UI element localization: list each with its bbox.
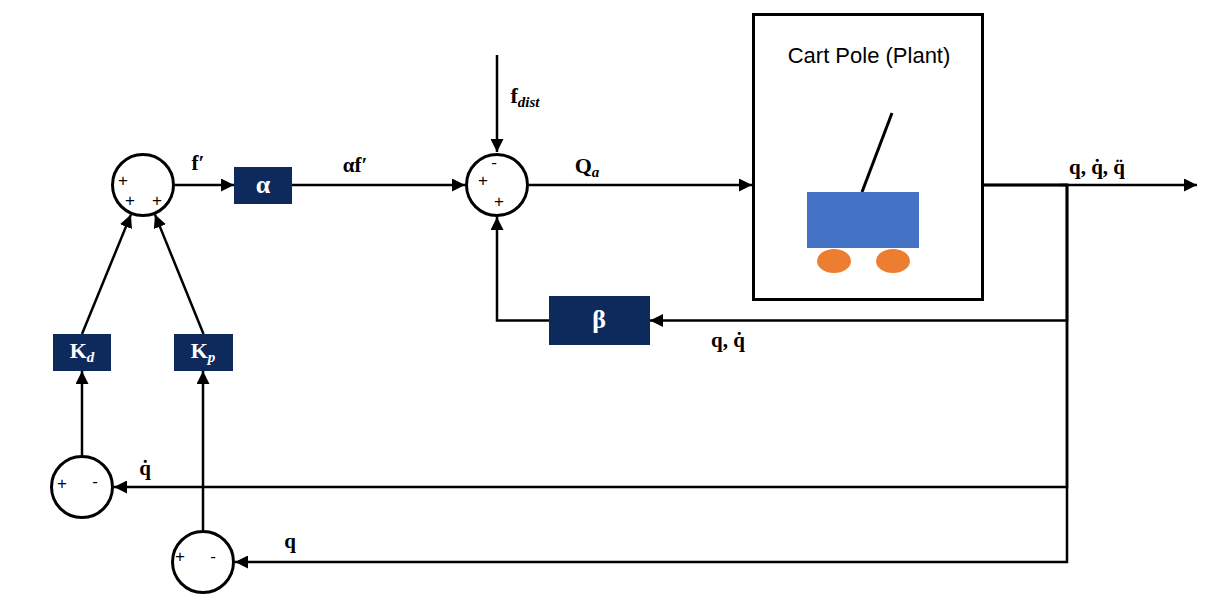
sign-symbol: + bbox=[125, 191, 135, 211]
gain-block: β bbox=[549, 296, 650, 345]
wheel bbox=[817, 249, 851, 273]
summing-junction: +- bbox=[50, 455, 114, 519]
signal-label: q, q̇ bbox=[709, 328, 747, 353]
sign-symbol: + bbox=[494, 192, 504, 212]
gain-block: Kd bbox=[53, 334, 111, 371]
junction-circle bbox=[173, 532, 234, 593]
signal-arrow bbox=[114, 185, 1067, 487]
wheel bbox=[876, 249, 910, 273]
sign-symbol: - bbox=[491, 153, 497, 173]
gain-block: Kp bbox=[174, 334, 233, 371]
cart-body bbox=[807, 192, 919, 248]
signal-label: αf′ bbox=[341, 153, 370, 178]
summing-junction: +++ bbox=[111, 153, 175, 217]
signal-arrow bbox=[529, 184, 752, 187]
junction-circle bbox=[52, 457, 113, 518]
signal-arrow bbox=[82, 215, 131, 334]
summing-junction: +- bbox=[171, 530, 235, 594]
signal-arrow bbox=[497, 217, 549, 321]
signal-label: q̇ bbox=[137, 456, 153, 481]
signal-label: f′ bbox=[190, 151, 207, 176]
sign-symbol: - bbox=[92, 472, 98, 492]
block-label: Cart Pole (Plant) bbox=[788, 43, 951, 69]
sign-symbol: + bbox=[478, 171, 488, 191]
signal-arrow bbox=[202, 371, 205, 530]
signal-label: fdist bbox=[508, 83, 541, 111]
signal-label: q, q̇, q̈ bbox=[1067, 155, 1127, 180]
gain-block: α bbox=[234, 167, 292, 204]
summing-junction: -++ bbox=[465, 153, 529, 217]
block-label: β bbox=[592, 305, 606, 335]
sign-symbol: + bbox=[175, 547, 185, 567]
block-label: α bbox=[256, 170, 271, 200]
junction-circle bbox=[467, 155, 528, 216]
disturbance-arrow bbox=[496, 55, 499, 152]
pole bbox=[862, 113, 892, 192]
sign-symbol: + bbox=[152, 191, 162, 211]
block-label: Kd bbox=[70, 338, 95, 366]
signal-label: q bbox=[282, 529, 298, 554]
sign-symbol: - bbox=[210, 547, 216, 567]
signal-arrow bbox=[155, 215, 204, 334]
signal-arrow bbox=[292, 184, 465, 187]
plant-box: Cart Pole (Plant) bbox=[752, 13, 984, 301]
signal-arrow bbox=[175, 184, 234, 187]
sign-symbol: + bbox=[118, 171, 128, 191]
signal-label: Qa bbox=[573, 153, 602, 181]
signal-arrow bbox=[235, 185, 1067, 562]
block-label: Kp bbox=[191, 338, 216, 366]
sign-symbol: + bbox=[57, 474, 67, 494]
output-arrow bbox=[1060, 184, 1197, 187]
signal-arrow bbox=[81, 371, 84, 455]
junction-circle bbox=[113, 155, 174, 216]
